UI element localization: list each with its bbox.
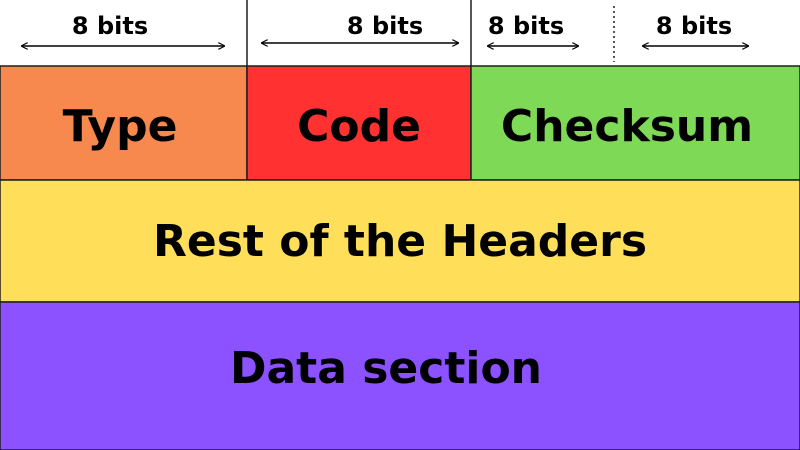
- bit-width-row: 8 bits 8 bits 8 bits 8 bits: [0, 0, 800, 66]
- field-type-label: Type: [63, 101, 178, 152]
- data-section-row: Data section: [0, 301, 800, 450]
- bit-width-row-background: [0, 0, 800, 66]
- field-data-section-label: Data section: [230, 343, 542, 394]
- bits-label-code: 8 bits: [347, 12, 423, 40]
- field-rest-of-headers-label: Rest of the Headers: [153, 216, 647, 267]
- rest-of-headers-row: Rest of the Headers: [0, 179, 800, 303]
- field-rest-of-headers: [0, 179, 800, 303]
- bits-label-checksum-high: 8 bits: [488, 12, 564, 40]
- field-data-section: [0, 301, 800, 450]
- bits-label-checksum-low: 8 bits: [656, 12, 732, 40]
- bits-label-type: 8 bits: [72, 12, 148, 40]
- field-code-label: Code: [297, 101, 421, 152]
- field-checksum: [470, 65, 800, 181]
- field-row: Type Code Checksum: [0, 65, 800, 181]
- field-checksum-label: Checksum: [501, 101, 753, 152]
